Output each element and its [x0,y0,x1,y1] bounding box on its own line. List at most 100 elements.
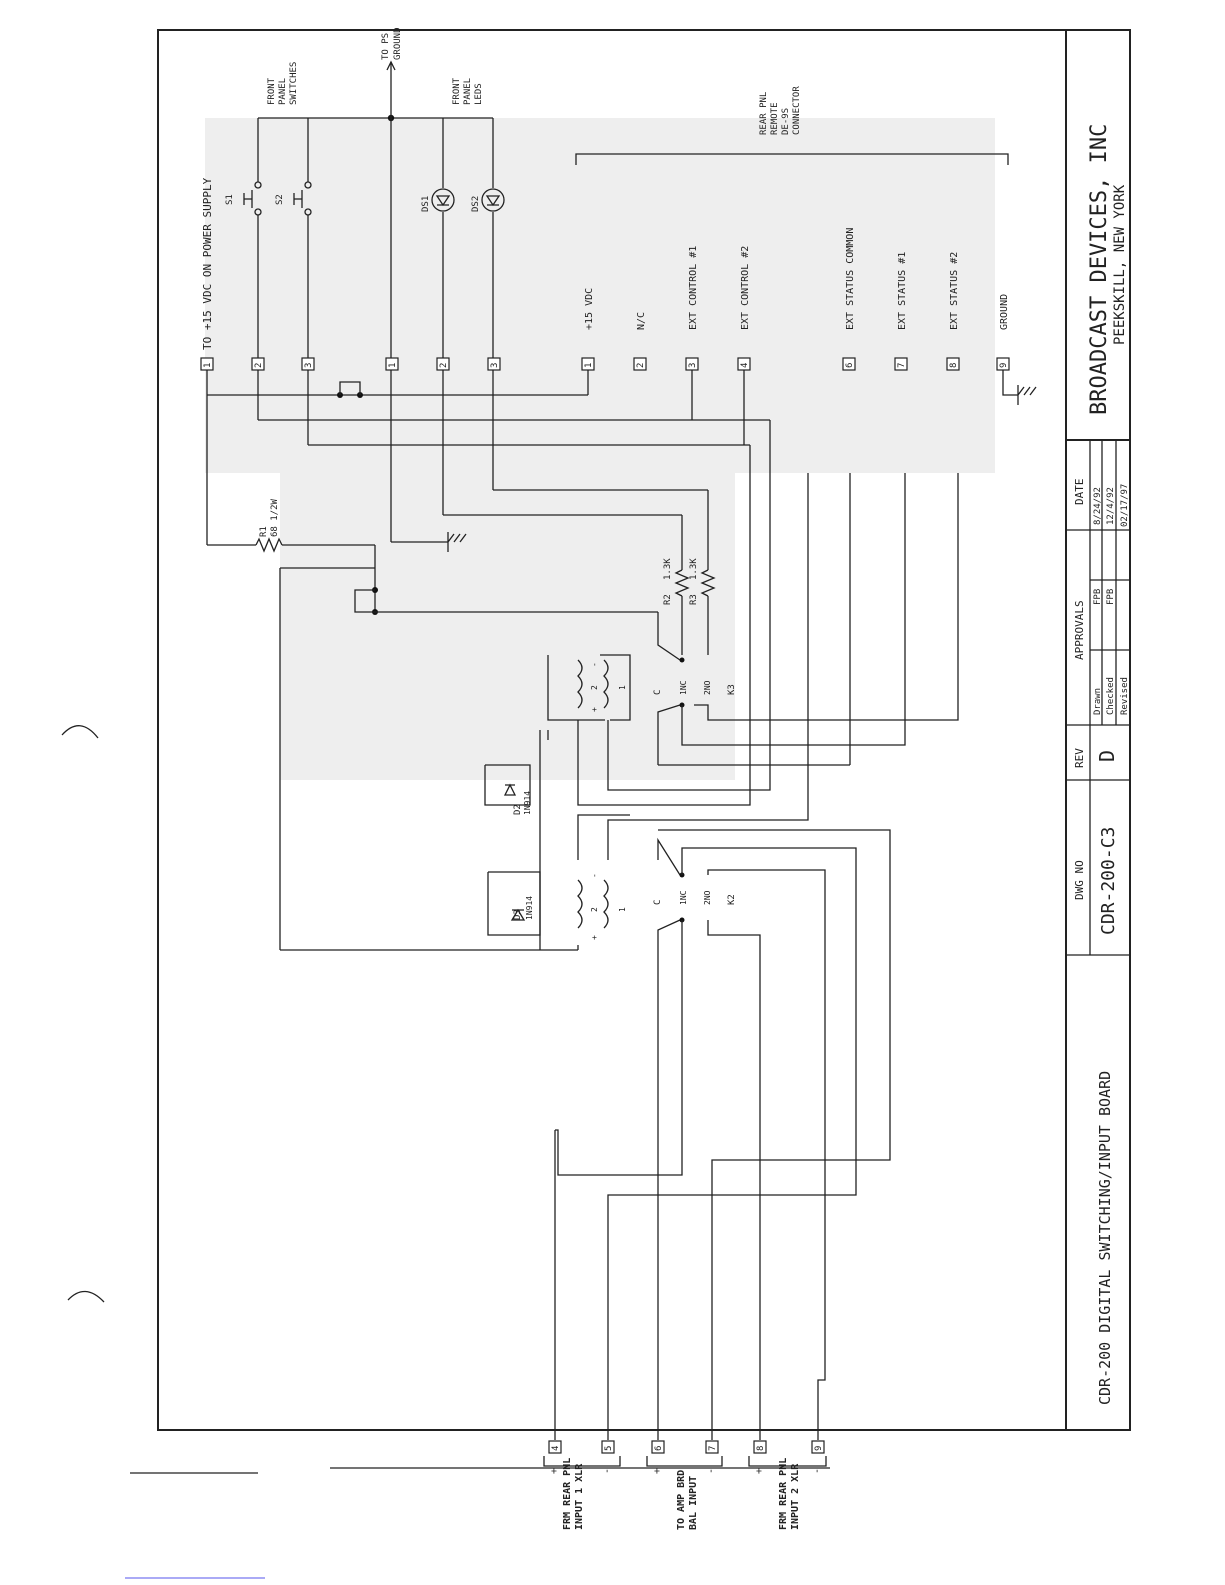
amp-plus: + [652,1468,663,1474]
diode-d3 [510,908,526,921]
approvals-label: APPROVALS [1073,600,1086,660]
input2-plus: + [754,1468,765,1474]
scan-shade-middle [280,470,735,780]
rear-connector-label-4: CONNECTOR [792,86,802,135]
power-connector: 1 TO +15 VDC ON POWER SUPPLY [200,177,214,371]
rear-pin-1-name: +15 VDC [584,288,595,330]
k2-c: C [653,900,663,905]
punch-hole-mark-top [61,725,99,739]
led-ds2-icon [481,188,505,212]
d3-label: D3 [513,909,523,920]
rev-label: REV [1073,748,1086,768]
approval-role-checked: Checked [1106,677,1116,715]
rear-pin-8: 8 [949,363,959,368]
approval-date-drawn: 8/24/92 [1093,487,1103,525]
switch-pin-3: 3 [304,363,314,368]
r1-label: R1 [259,526,269,537]
rear-pin-6-name: EXT STATUS COMMON [845,228,856,330]
rear-connector-label-3: DE-9S [781,108,791,135]
wiring: R1 68 1/2W R2 1.3K R3 1.3K 2 1 + - C 1NC… [206,370,959,1440]
k2-1nc: 1NC [679,890,688,905]
rear-pin-6: 6 [845,363,855,368]
amp-label-1: TO AMP BRD [676,1470,687,1530]
k3-c: C [653,690,663,695]
input2-label-1: FRM REAR PNL [778,1458,789,1530]
amp-label-2: BAL INPUT [688,1476,699,1530]
input1-label-2: INPUT 1 XLR [574,1463,585,1530]
front-switches-label-3: SWITCHES [289,62,299,105]
input2-minus: - [812,1468,823,1474]
k3-label: K3 [727,684,737,695]
k3-coil-plus: + [590,707,599,712]
rear-pin-4-name: EXT CONTROL #2 [740,246,751,330]
led-ds2-label: DS2 [471,196,481,212]
approval-date-checked: 12/4/92 [1106,487,1116,525]
front-led-connector: 1 2 3 FRONT PANEL LEDS DS1 DS2 [385,77,505,371]
k2-2no: 2NO [703,890,712,905]
relay-k3-coil [577,659,583,709]
input1-label-1: FRM REAR PNL [562,1458,573,1530]
led-pin-2: 2 [439,363,449,368]
rear-pin-3: 3 [688,363,698,368]
approval-role-revised: Revised [1120,677,1130,715]
led-ds1-icon [431,188,455,212]
rear-connector-label-1: REAR PNL [759,92,769,135]
rear-pin-2: 2 [636,363,646,368]
drawing-title: CDR-200 DIGITAL SWITCHING/INPUT BOARD [1096,1071,1114,1405]
front-leds-label-2: PANEL [463,78,473,105]
ps-ground-label-1: TO PS [381,33,391,60]
approval-date-revised: 02/17/97 [1120,484,1130,527]
ps-ground-label-2: GROUND [393,27,403,60]
scan-shade-top [205,118,995,473]
date-label: DATE [1073,479,1086,506]
rear-pin-1: 1 [584,363,594,368]
input2-label-2: INPUT 2 XLR [790,1463,801,1530]
k2-coil-2: 2 [590,907,599,912]
rear-pin-7-name: EXT STATUS #1 [897,252,908,330]
r3-value: 1.3K [689,558,699,580]
power-label: TO +15 VDC ON POWER SUPPLY [201,177,214,350]
rear-pin-4: 4 [740,363,750,368]
title-block: BROADCAST DEVICES, INC PEEKSKILL, NEW YO… [1065,30,1130,1430]
switch-s1-label: S1 [225,194,235,205]
audio-pin-7: 7 [708,1446,718,1451]
audio-pin-6: 6 [654,1446,664,1451]
k2-coil-1: 1 [618,907,627,912]
rear-pin-8-name: EXT STATUS #2 [949,252,960,330]
approval-name-drawn: FPB [1093,589,1103,605]
resistor-r1 [255,537,283,553]
audio-pin-8: 8 [756,1446,766,1451]
power-pin: 1 [203,363,213,368]
front-leds-label-1: FRONT [452,77,462,105]
front-switches-label-2: PANEL [278,78,288,105]
company-location: PEEKSKILL, NEW YORK [1112,184,1128,345]
punch-hole-mark-bottom [67,1290,105,1303]
front-switch-connector: 2 3 FRONT PANEL SWITCHES S1 S2 [225,62,493,371]
d3-part: 1N914 [525,896,534,920]
k3-coil-1: 1 [618,685,627,690]
k2-coil-minus: - [590,873,599,878]
input1-minus: - [602,1468,613,1474]
k2-label: K2 [727,894,737,905]
switch-s2-label: S2 [275,194,285,205]
k3-2no: 2NO [703,680,712,695]
r2-value: 1.3K [663,558,673,580]
resistor-r2 [674,569,690,597]
relay-k2-coil [577,879,583,929]
k3-coil-2: 2 [590,685,599,690]
front-leds-label-3: LEDS [474,83,484,105]
k3-1nc: 1NC [679,680,688,695]
rear-pin-2-name: N/C [636,312,647,330]
ground-symbol [1002,370,1037,405]
drawing-border [157,29,1131,1431]
rear-connector-bracket [575,153,1009,165]
front-switches-label-1: FRONT [267,77,277,105]
rear-pin-3-name: EXT CONTROL #1 [688,246,699,330]
ps-ground: TO PS GROUND [381,27,403,118]
r2-label: R2 [663,594,673,605]
approval-name-checked: FPB [1106,589,1116,605]
switch-pin-2: 2 [254,363,264,368]
led-ds1-label: DS1 [421,196,431,212]
diode-d2 [503,783,517,796]
dwg-no-label: DWG NO [1073,860,1086,900]
